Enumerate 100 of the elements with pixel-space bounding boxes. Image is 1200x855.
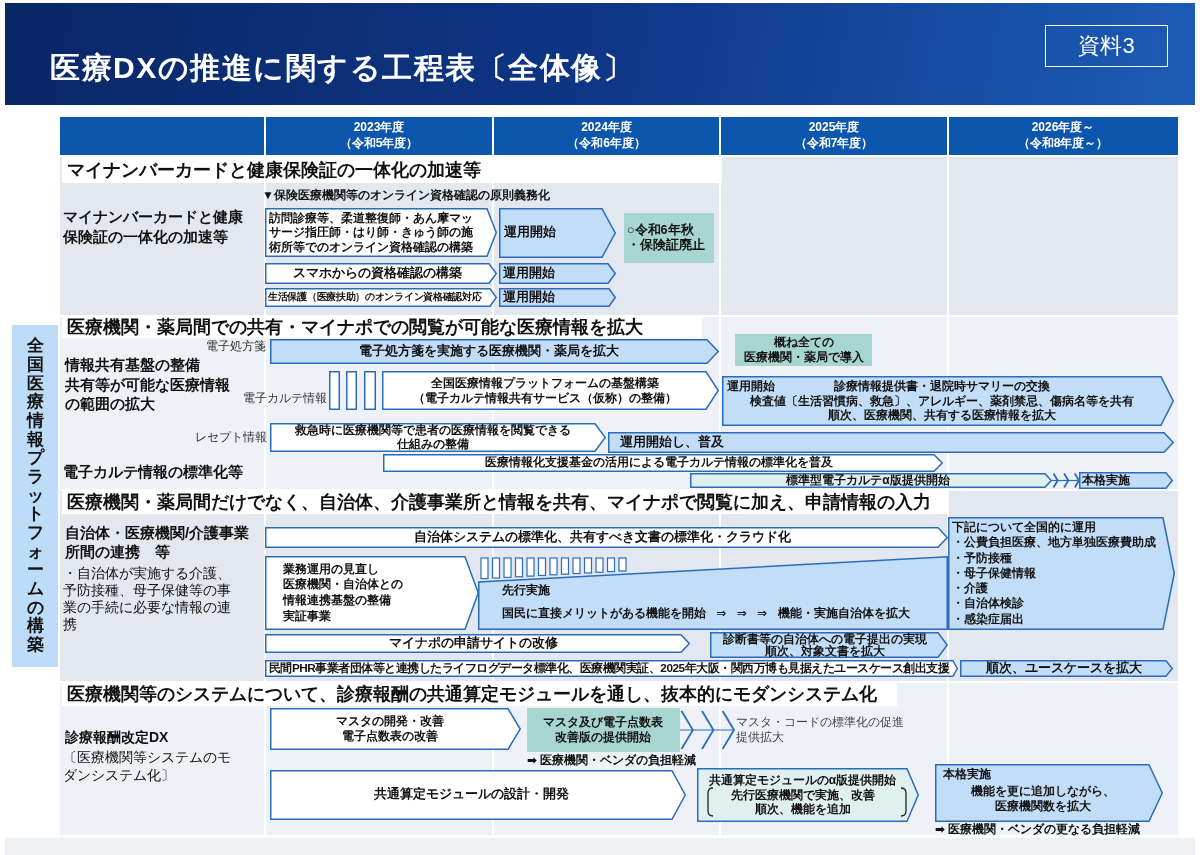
vertical-title: 全国医療情報プラットフォームの構築: [26, 337, 44, 655]
task-text: 電子点数表の改善: [341, 729, 438, 744]
note-text: 提供拡大: [736, 730, 784, 745]
task-text: 本格実施: [943, 767, 991, 782]
task-text: 本格実施: [1082, 473, 1130, 488]
row-heading: 自治体・医療機関/介護事業所間の連携 等: [65, 524, 251, 562]
timeline-bar: [265, 208, 497, 257]
timeline-bar: [710, 632, 948, 658]
task-text: 自治体システムの標準化、共有すべき文書の標準化・クラウド化: [413, 529, 791, 546]
era-heading: （令和6年度）: [566, 136, 647, 151]
timeline-bar: [270, 708, 521, 750]
document-tag: 資料3: [1045, 25, 1168, 67]
timeline-bar: [265, 288, 497, 307]
task-text: 実証事業: [283, 608, 331, 625]
note-text: マスタ・コードの標準化の促進: [736, 715, 904, 730]
task-text: 共通算定モジュールの設計・開発: [374, 787, 569, 803]
task-text: 標準型電子カルテα版提供開始: [786, 474, 950, 487]
page-title: 医療DXの推進に関する工程表〔全体像〕: [50, 50, 635, 86]
task-text: 順次、対象文書を拡大: [764, 645, 885, 658]
milestone-note: ▼保険医療機関等のオンライン資格確認の原則義務化: [262, 188, 550, 203]
milestone-text: ○令和6年秋: [627, 222, 694, 238]
section-band: [60, 317, 1178, 489]
milestone-box: [527, 708, 680, 752]
task-text: 検査値〔生活習慣病、救急〕、アレルギー、薬剤禁忌、傷病名等を共有: [750, 393, 1134, 409]
task-text: 訪問診療等、柔道整復師・あん摩マッサージ指圧師・はり師・きゅう師の施術所等でのオンライン資格確認の構築: [269, 210, 474, 255]
row-description: ・自治体が実施する介護、予防接種、母子保健等の事業の手続に必要な情報の連携: [63, 565, 232, 634]
task-text: ・介護: [952, 581, 988, 597]
timeline-bar: [383, 454, 943, 472]
task-text: ・自治体検診: [952, 596, 1024, 612]
milestone-text: ・保険証廃止: [627, 238, 705, 254]
task-text: 全国医療情報プラットフォームの基盤構築: [430, 375, 659, 391]
effect-note: ➡ 医療機関・ベンダの更なる負担軽減: [935, 822, 1141, 837]
task-text: マスタの開発・改善: [335, 714, 444, 729]
timeline-bar: [270, 423, 606, 452]
year-heading: 2024年度: [580, 120, 633, 135]
section-band: [60, 683, 1178, 835]
task-text: 運用開始: [504, 225, 556, 241]
task-text: ・感染症届出: [952, 611, 1024, 627]
year-heading: 2026年度～: [1030, 120, 1096, 135]
task-text: 国民に直接メリットがある機能を開始 ⇒ ⇒ ⇒ 機能・実施自治体を拡大: [502, 605, 910, 621]
timeline-bar: [265, 556, 479, 630]
milestone-text: 概ね全ての: [773, 335, 834, 350]
task-text: 順次、機能を追加: [754, 802, 851, 817]
row-subheading: 電子処方箋: [205, 339, 266, 354]
effect-note: ➡ 医療機関・ベンダの負担軽減: [527, 753, 697, 768]
timeline-bar: [265, 634, 690, 653]
timeline-bar: [499, 288, 616, 307]
task-text: 運用開始: [503, 265, 555, 282]
task-text: 生活保護（医療扶助）のオンライン資格確認対応: [268, 291, 482, 304]
milestone-text: 医療機関・薬局で導入: [743, 350, 864, 365]
timeline-bar: [270, 339, 719, 364]
row-heading: マイナンバーカードと健康保険証の一体化の加速等: [63, 207, 244, 246]
task-text: 救急時に医療機関等で患者の医療情報を閲覧できる仕組みの整備: [294, 423, 572, 452]
task-text: 運用開始: [727, 379, 775, 394]
task-text: 診療情報提供書・退院時サマリーの交換: [834, 379, 1050, 394]
task-text: 運用開始し、普及: [620, 434, 724, 451]
chevron-arrow: [1051, 473, 1080, 488]
era-heading: （令和8年度～）: [1016, 136, 1110, 151]
timeline-bar: [382, 371, 719, 410]
task-text: 順次、ユースケースを拡大: [985, 661, 1142, 676]
timeline-bar: [270, 770, 686, 820]
task-text: 電子処方箋を実施する医療機関・薬局を拡大: [359, 343, 619, 360]
row-heading: 診療報酬改定DX: [65, 729, 169, 747]
timeline-bar: [935, 764, 1163, 822]
task-text: 機能を更に追加しながら、医療機関数を拡大: [969, 784, 1116, 814]
task-text: 順次、医療機関、共有する医療情報を拡大: [828, 408, 1056, 423]
chevron-arrow: [679, 710, 735, 750]
task-text: マイナポの申請サイトの改修: [389, 636, 558, 651]
row-subheading: レセプト情報: [194, 430, 267, 445]
milestone-text: マスタ及び電子点数表改善版の提供開始: [542, 715, 665, 745]
timeline-bar: [265, 660, 958, 677]
task-text: 医療機関・自治体との情報連携基盤の整備: [283, 577, 404, 609]
task-text: 先行医療機関で実施、改善: [730, 787, 875, 803]
task-text: スマホからの資格確認の構築: [293, 265, 462, 282]
section-band: [60, 157, 1178, 315]
row-description: 〔医療機関等システムのモダンシステム化〕: [63, 749, 232, 784]
row-heading: 電子カルテ情報の標準化等: [63, 463, 243, 482]
timeline-bar: [960, 660, 1173, 677]
section-heading: 医療機関・薬局間での共有・マイナポでの閲覧が可能な医療情報を拡大: [62, 317, 702, 338]
timeline-bar: [690, 473, 1052, 488]
task-text: ・予防接種: [952, 550, 1012, 566]
row-subheading: 電子カルテ情報: [242, 391, 327, 406]
section-heading: 医療機関等のシステムについて、診療報酬の共通算定モジュールを通し、抜本的にモダンシステム化: [62, 683, 897, 706]
row-heading: 共有等が可能な医療情報の範囲の拡大: [65, 376, 231, 414]
timeline-bar: [722, 376, 1174, 426]
task-text: ・母子保健情報: [952, 565, 1036, 581]
timeline-bar: [265, 263, 497, 284]
side-band: [12, 325, 58, 667]
year-heading: 2023年度: [352, 120, 406, 135]
section-band: [60, 491, 1178, 681]
year-heading: 2025年度: [807, 120, 861, 135]
era-heading: （令和7年度）: [793, 136, 875, 151]
timeline-bar: [265, 527, 948, 548]
milestone-box: [735, 334, 872, 366]
timeline-bar: [948, 517, 1175, 630]
timeline-bar: [697, 768, 919, 822]
timeline-bar: [1079, 472, 1173, 489]
task-text: 業務運用の見直し: [283, 561, 379, 578]
timeline-bar: [499, 208, 616, 258]
task-text: 民間PHR事業者団体等と連携したライフログデータ標準化、医療機関実証、2025年大阪・関西万博も見据えたユースケース創出支援: [268, 662, 950, 675]
